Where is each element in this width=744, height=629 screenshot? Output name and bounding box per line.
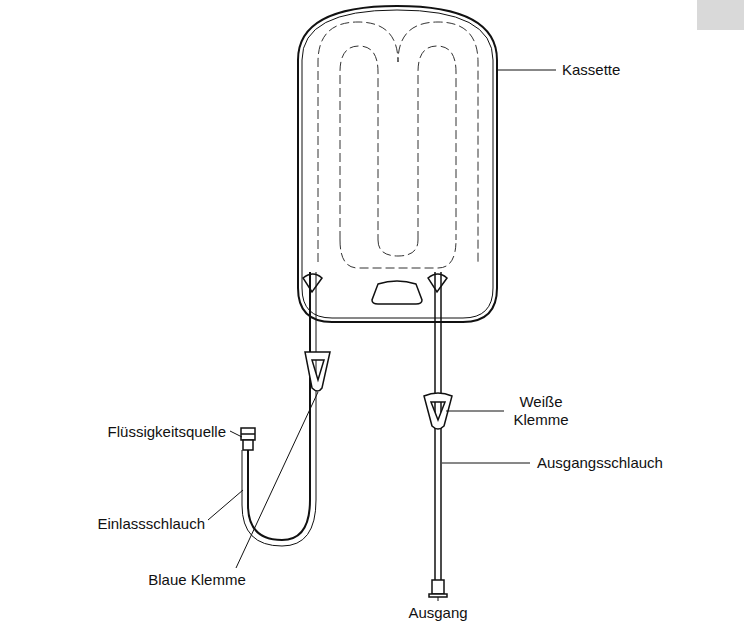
part-label: Einlassschlauch: [97, 515, 205, 533]
source-connector: [241, 428, 255, 450]
leader-lines: [208, 70, 556, 601]
part-label: Ausgangsschlauch: [537, 454, 663, 472]
cassette-rim: [302, 10, 493, 318]
corner-tab: [697, 0, 744, 30]
outlet-port: [428, 274, 447, 292]
part-label: Ausgang: [408, 604, 467, 622]
grip-hole: [372, 281, 422, 304]
part-label: Kassette: [562, 61, 620, 79]
blue-clamp: [305, 352, 330, 391]
inlet-port: [303, 274, 322, 292]
part-label: Weiße Klemme: [510, 393, 572, 429]
part-label: Flüssigkeitsquelle: [108, 423, 226, 441]
bag-chambers: [318, 22, 478, 268]
outlet-connector: [429, 580, 447, 597]
inlet-tube: [242, 272, 316, 546]
part-label: Blaue Klemme: [148, 571, 246, 589]
cassette-body: [298, 6, 497, 322]
